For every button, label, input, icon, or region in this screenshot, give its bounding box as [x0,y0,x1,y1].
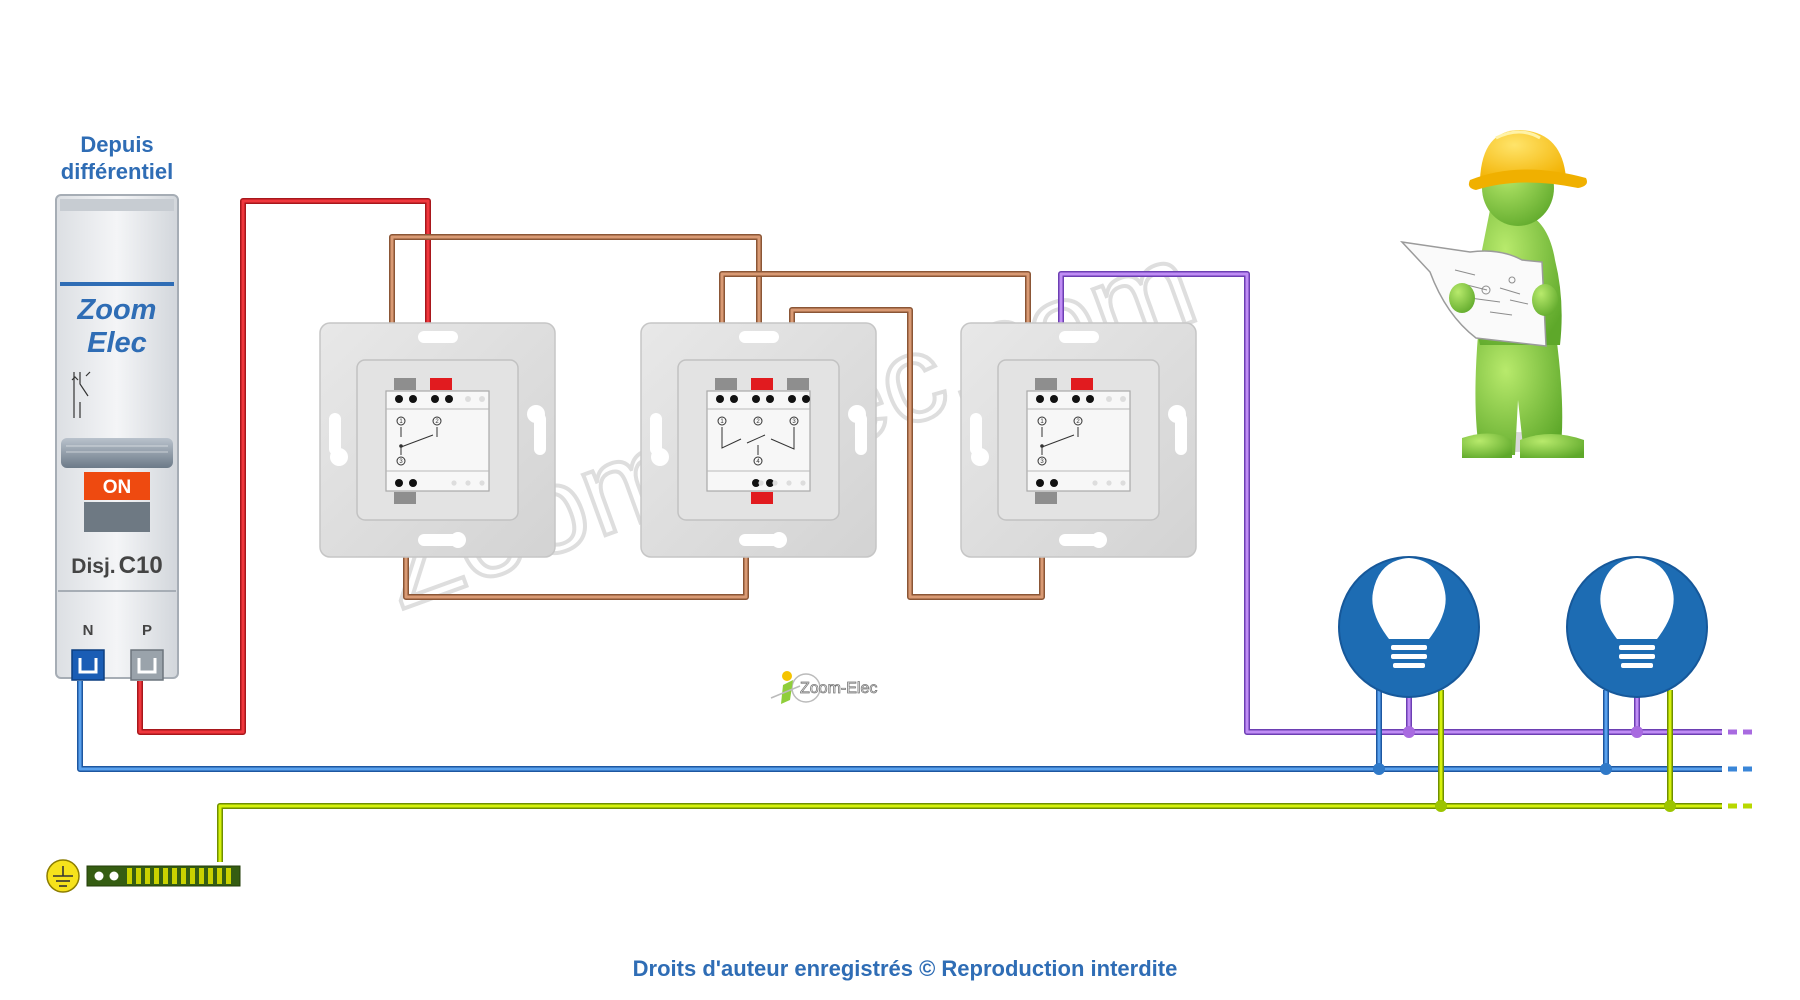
terminal-number: 3 [1040,459,1044,465]
light-bulb-icon [1372,558,1446,668]
earth-wire [217,690,1758,862]
switches: 1 2 3 1 2 3 4 1 2 3 [319,322,1197,558]
source-label-line2: différentiel [61,159,173,184]
phase-wire [137,198,431,735]
switch-3[interactable]: 1 2 3 [960,322,1197,558]
terminal-neutral-label: N [83,622,94,639]
lamp-1 [1338,556,1480,698]
terminal-number: 3 [399,459,403,465]
terminal-number: 1 [1040,419,1044,425]
breaker-brand-line1: Zoom [77,294,157,326]
circuit-breaker: Zoom Elec ON Disj.C10 N P [55,194,179,681]
terminal-number: 4 [756,459,760,465]
copyright-footer: Droits d'auteur enregistrés © Reproducti… [633,956,1178,981]
lamp-2 [1566,556,1708,698]
terminal-number: 1 [720,419,724,425]
breaker-state-label: ON [103,477,132,498]
breaker-model: Disj.C10 [71,552,162,579]
neutral-wire [77,681,1758,772]
switch-1[interactable]: 1 2 3 [319,322,556,558]
light-bulb-icon [1600,558,1674,668]
terminal-neutral[interactable] [71,649,105,681]
terminal-phase[interactable] [130,649,164,681]
terminal-number: 2 [1076,419,1080,425]
breaker-lever[interactable] [61,438,173,468]
terminal-number: 2 [756,419,760,425]
terminal-number: 1 [399,419,403,425]
breaker-symbol-icon [71,371,91,418]
lamps [1338,556,1708,698]
worker-figure-icon [1399,130,1587,458]
breaker-brand-line2: Elec [87,327,147,359]
source-label-line1: Depuis [80,132,153,157]
terminal-number: 3 [792,419,796,425]
switch-2[interactable]: 1 2 3 4 [640,322,877,558]
terminal-phase-label: P [142,622,152,639]
center-logo: Zoom-Elec [770,671,878,704]
terminal-number: 2 [435,419,439,425]
earth-terminal-bar [46,859,241,893]
center-logo-text: Zoom-Elec [800,680,877,697]
junction-dots [1373,726,1676,812]
